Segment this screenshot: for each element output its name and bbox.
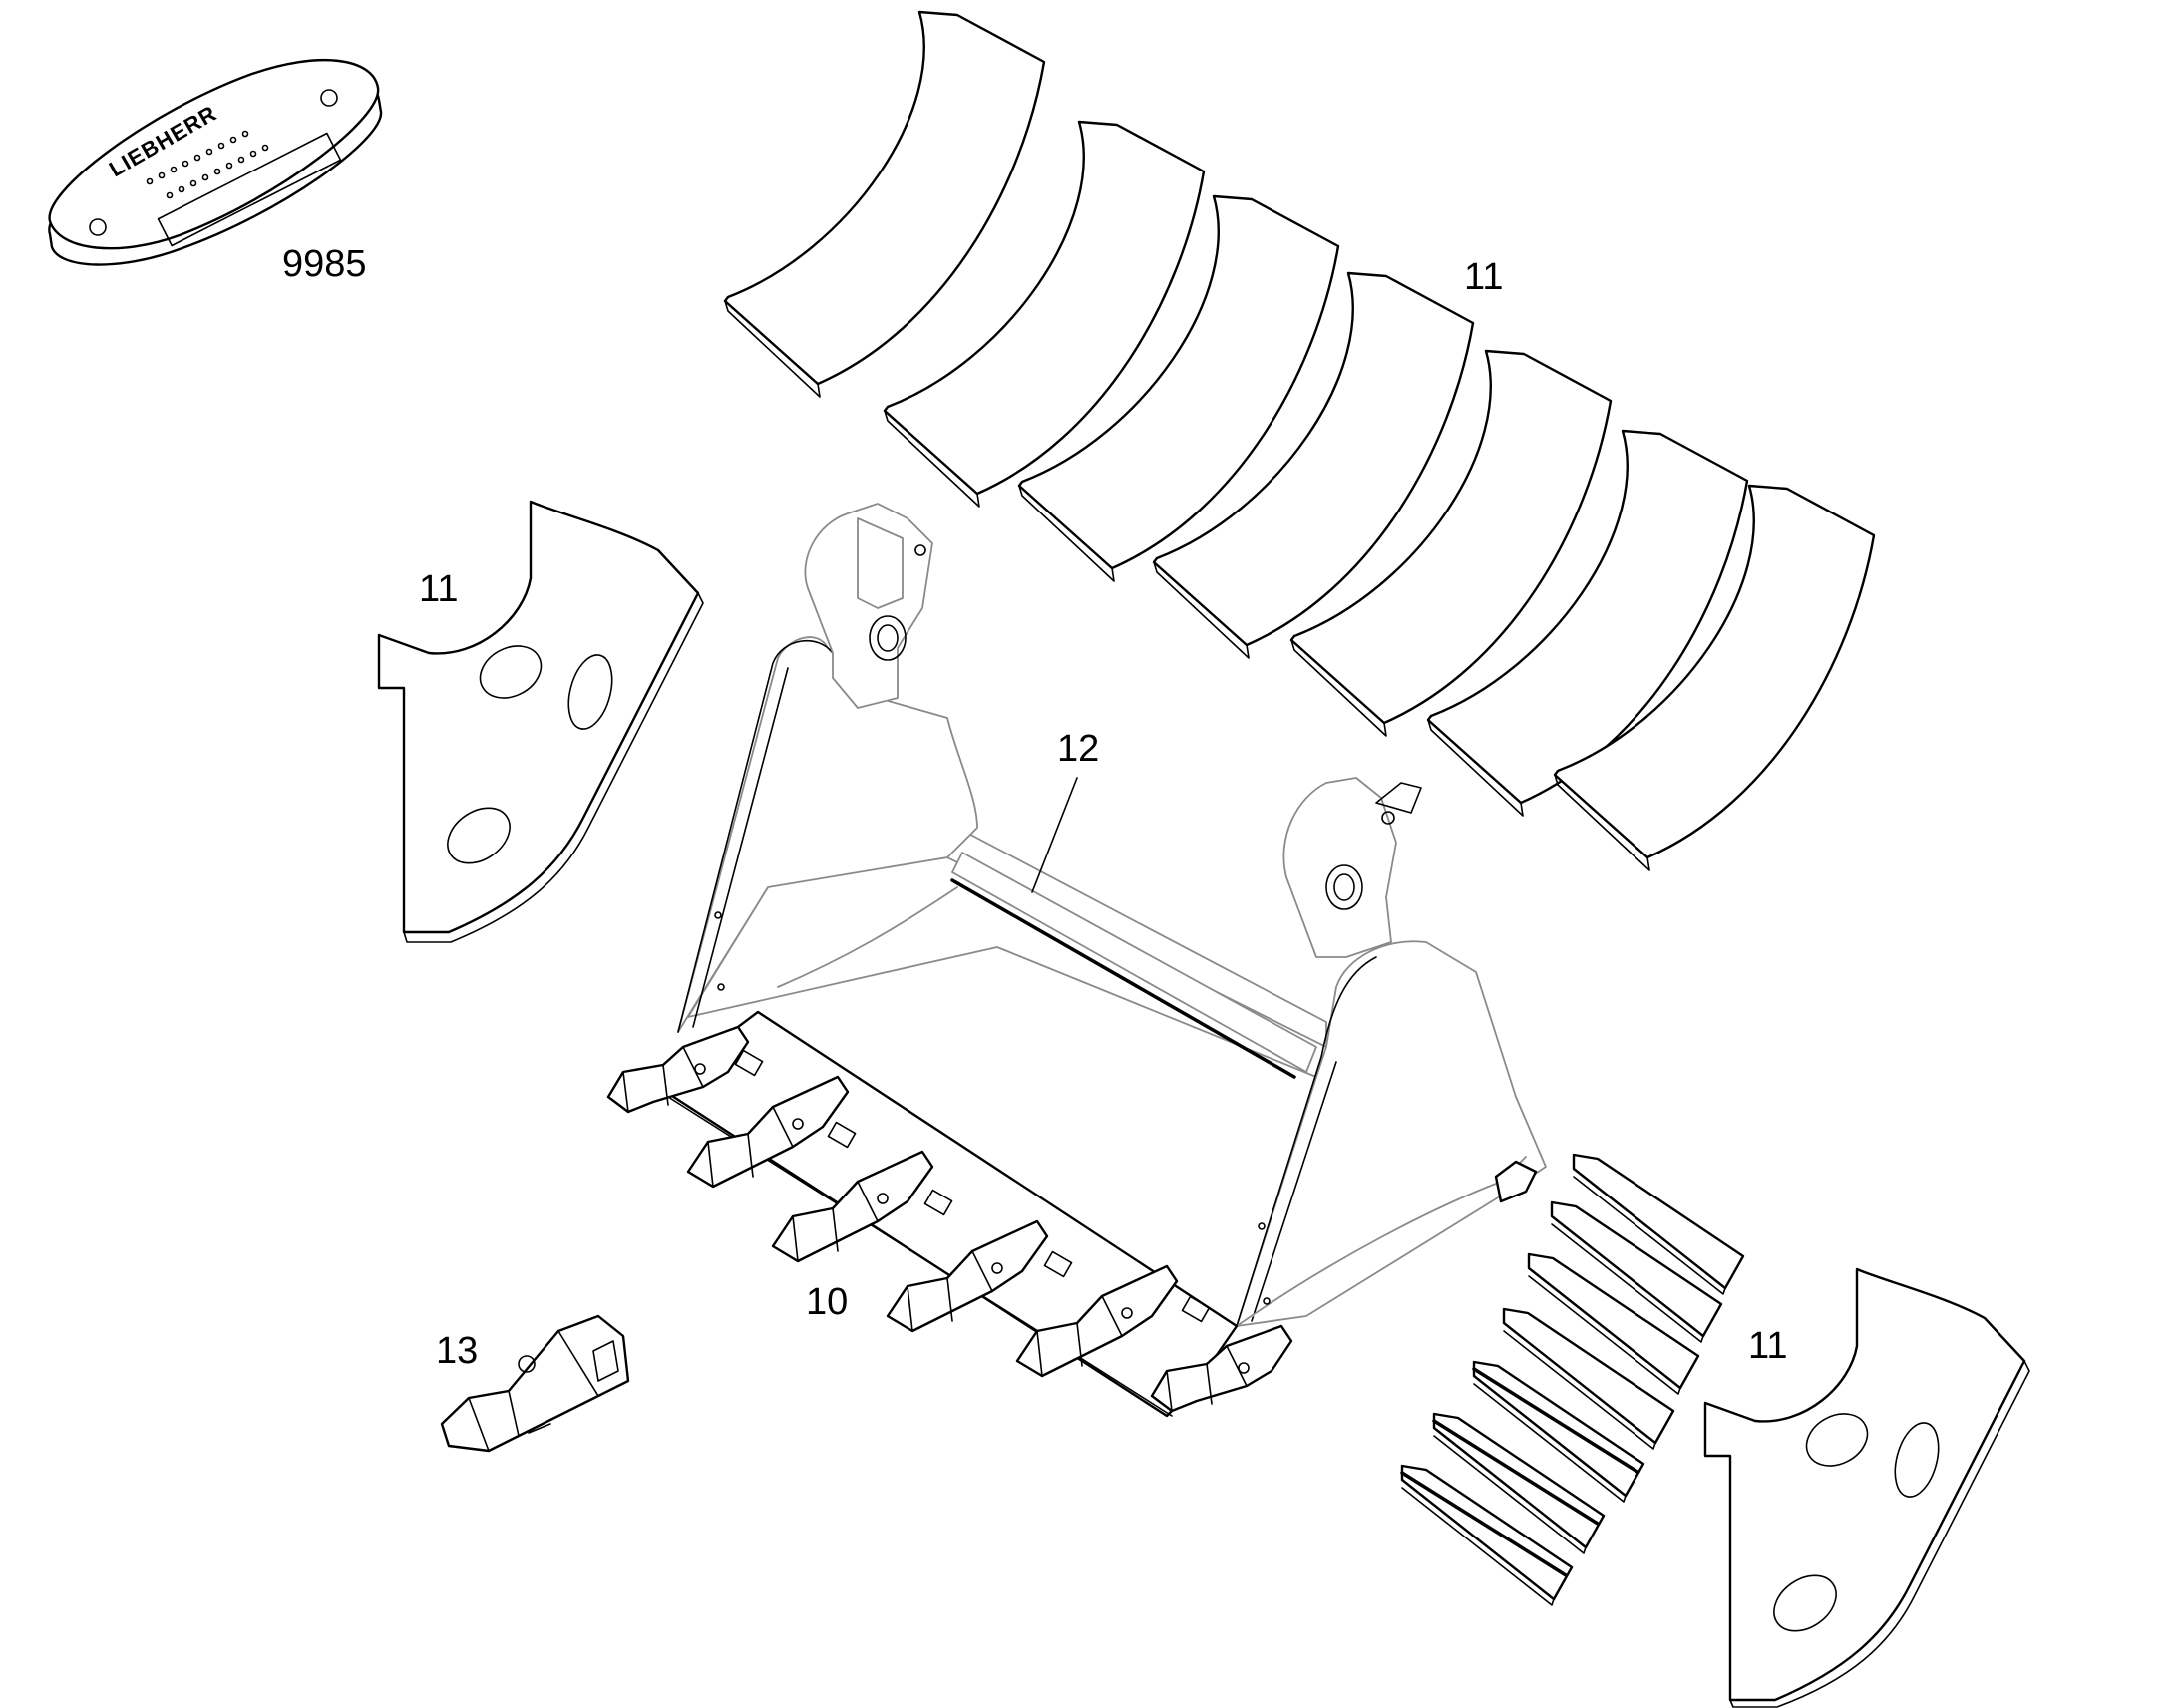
bucket-tooth <box>1150 1324 1293 1413</box>
callout-10: 10 <box>806 1281 848 1323</box>
wear-strip <box>1152 271 1475 659</box>
bucket-tooth <box>606 1025 750 1114</box>
cutting-edge <box>656 1010 1239 1418</box>
callout-12: 12 <box>1057 728 1099 770</box>
bucket-tooth <box>771 1150 934 1263</box>
callout-13: 13 <box>436 1330 478 1372</box>
callout-9985: 9985 <box>282 243 367 285</box>
bucket-tooth <box>1015 1264 1179 1378</box>
wear-strip <box>1553 484 1876 871</box>
wear-strips-bottom <box>1400 1153 1745 1606</box>
wear-strip <box>723 10 1046 398</box>
single-tooth <box>440 1314 630 1453</box>
wear-strip <box>1017 194 1340 582</box>
callout-11-left: 11 <box>419 568 458 610</box>
side-plate-left <box>377 500 704 943</box>
bucket-tooth <box>886 1219 1049 1333</box>
wear-strip <box>883 120 1206 508</box>
leader-line-12 <box>1031 777 1078 893</box>
wear-strips-top <box>723 10 1876 871</box>
callout-11-top: 11 <box>1464 256 1503 298</box>
bucket-tooth <box>686 1075 850 1189</box>
teeth-row <box>606 1025 1293 1413</box>
nameplate: LIEBHERR <box>48 58 383 266</box>
callout-11-right: 11 <box>1748 1325 1787 1367</box>
wear-strip <box>1289 349 1613 737</box>
side-plate-right <box>1703 1267 2030 1708</box>
bucket <box>677 503 1547 1327</box>
